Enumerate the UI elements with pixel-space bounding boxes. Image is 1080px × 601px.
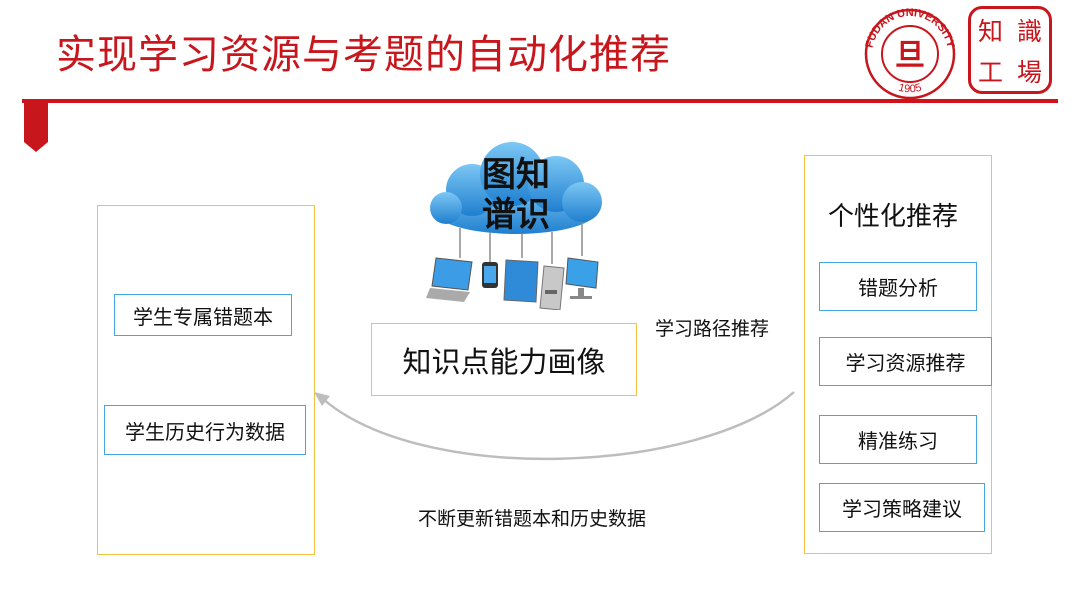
cloud-icon [430,142,602,234]
knowledge-graph-cloud-illustration: 图知 谱识 [426,142,602,310]
left-data-panel [97,205,315,555]
error-analysis-box: 错题分析 [819,262,977,311]
svg-text:1905: 1905 [897,82,923,96]
university-seal-logo: FUDAN UNIVERSITY 1905 旦 [864,7,957,100]
knowledge-ability-profile-box: 知识点能力画像 [371,323,637,396]
stamp-char: 場 [1016,57,1042,87]
laptop-icon [426,257,473,302]
title-divider [22,99,1058,103]
red-tab-marker [24,102,48,152]
recommend-panel-title: 个性化推荐 [828,202,959,232]
cloud-text-line2: 谱识 [482,195,550,235]
seal-year: 1905 [897,82,923,96]
learning-path-label: 学习路径推荐 [655,318,770,340]
server-icon [539,265,565,310]
history-behavior-box: 学生历史行为数据 [104,405,306,455]
stamp-char: 識 [1016,16,1042,46]
resource-recommend-box: 学习资源推荐 [819,337,992,386]
cloud-text-line1: 图知 [482,155,550,195]
page-title: 实现学习资源与考题的自动化推荐 [56,32,671,78]
seal-center-glyph: 旦 [895,38,925,73]
stamp-char: 工 [977,57,1003,87]
tablet-icon [503,259,539,303]
feedback-loop-label: 不断更新错题本和历史数据 [418,508,647,530]
strategy-advice-box: 学习策略建议 [819,483,985,532]
feedback-loop-arrow [314,391,795,461]
wrong-question-book-box: 学生专属错题本 [114,294,292,336]
brand-stamp-logo: 知 識 工 場 [968,6,1052,94]
stamp-char: 知 [977,16,1003,46]
phone-icon [482,262,498,288]
precise-practice-box: 精准练习 [819,415,977,464]
monitor-icon [565,257,599,299]
